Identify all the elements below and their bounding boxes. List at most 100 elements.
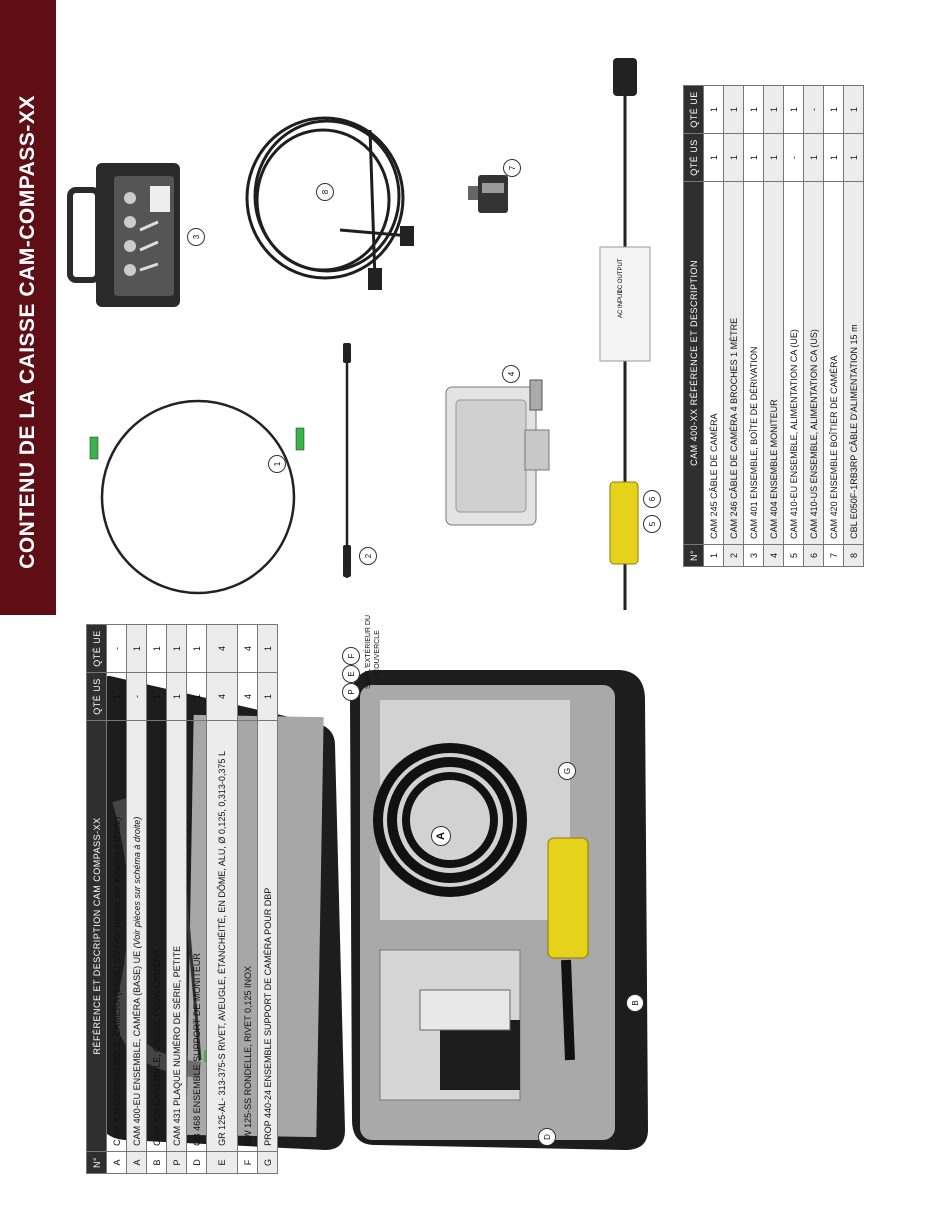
row-qty-ue: 1 bbox=[126, 624, 147, 673]
row-qty-us: 1 bbox=[823, 133, 844, 182]
row-qty-us: 4 bbox=[206, 672, 238, 721]
components-illustration: AC INPUT DC OUTPUT bbox=[67, 58, 651, 610]
callout-a: A bbox=[431, 826, 451, 846]
row-desc: CAM 400-US ENSEMBLE, CAMÉRA (BASE) US (V… bbox=[106, 720, 127, 1152]
callout-3: 3 bbox=[187, 228, 205, 246]
camera-parts-table: N° CAM 400-XX RÉFÉRENCE ET DESCRIPTION Q… bbox=[683, 85, 864, 567]
row-desc: CAM 404 ENSEMBLE MONITEUR bbox=[763, 181, 784, 545]
row-qty-us: 1 bbox=[257, 672, 278, 721]
camera-housing bbox=[468, 175, 508, 213]
col-num: N° bbox=[86, 1151, 107, 1174]
table-row: A CAM 400-EU ENSEMBLE, CAMÉRA (BASE) UE (… bbox=[126, 624, 147, 1174]
row-desc: CBL E050F-1RB3RP CÂBLE D'ALIMENTATION 15… bbox=[843, 181, 864, 545]
power-cable-coil bbox=[245, 116, 411, 281]
row-num: P bbox=[166, 1151, 187, 1174]
camera-parts-table-wrap: N° CAM 400-XX RÉFÉRENCE ET DESCRIPTION Q… bbox=[683, 85, 864, 567]
lid-note: SUR L'EXTÉRIEUR DU COUVERCLE bbox=[364, 604, 382, 700]
row-desc: CAM 430 ENSEMBLE, CAISSE POUR CAMÉRA bbox=[146, 720, 167, 1152]
row-num: 8 bbox=[843, 544, 864, 567]
row-qty-us: 1 bbox=[723, 133, 744, 182]
row-num: G bbox=[257, 1151, 278, 1174]
junction-box bbox=[67, 163, 180, 307]
row-qty-ue: 1 bbox=[823, 85, 844, 134]
callout-2: 2 bbox=[359, 547, 377, 565]
row-desc: GW 125-SS RONDELLE, RIVET 0,125 INOX bbox=[237, 720, 258, 1152]
callout-7: 7 bbox=[503, 159, 521, 177]
row-qty-us: 1 bbox=[763, 133, 784, 182]
row-desc-note: (Voir pièces sur schéma à droite) bbox=[111, 816, 122, 949]
row-num: 6 bbox=[803, 544, 824, 567]
row-desc: CAM 410-US ENSEMBLE, ALIMENTATION CA (US… bbox=[803, 181, 824, 545]
psu-ac-label: AC INPUT bbox=[618, 290, 624, 318]
callout-8: 8 bbox=[316, 183, 334, 201]
table-header: N° CAM 400-XX RÉFÉRENCE ET DESCRIPTION Q… bbox=[683, 85, 704, 567]
row-qty-us: 1 bbox=[166, 672, 187, 721]
row-num: 1 bbox=[703, 544, 724, 567]
row-qty-ue: 1 bbox=[146, 624, 167, 673]
col-desc: RÉFÉRENCE ET DESCRIPTION CAM COMPASS-XX bbox=[86, 720, 107, 1152]
row-num: B bbox=[146, 1151, 167, 1174]
page-title: CONTENU DE LA CAISSE CAM-COMPASS-XX bbox=[16, 95, 39, 569]
monitor bbox=[445, 379, 550, 526]
row-qty-us: 1 bbox=[146, 672, 167, 721]
row-qty-ue: 1 bbox=[783, 85, 804, 134]
row-desc: CAM 245 CÂBLE DE CAMÉRA bbox=[703, 181, 724, 545]
row-desc-text: CAM 400-US ENSEMBLE, CAMÉRA (BASE) US bbox=[111, 950, 122, 1146]
row-qty-us: 1 bbox=[106, 672, 127, 721]
camera-cable-coil bbox=[100, 399, 296, 595]
col-qty-ue: QTÉ UE bbox=[683, 85, 704, 134]
callout-e: E bbox=[342, 665, 360, 683]
row-desc: CAM 401 ENSEMBLE, BOÎTE DE DÉRIVATION bbox=[743, 181, 764, 545]
row-desc-note: (Voir pièces sur schéma à droite) bbox=[131, 816, 142, 949]
table-header: N° RÉFÉRENCE ET DESCRIPTION CAM COMPASS-… bbox=[86, 624, 107, 1174]
row-qty-us: 1 bbox=[703, 133, 724, 182]
row-qty-us: 4 bbox=[237, 672, 258, 721]
row-num: F bbox=[237, 1151, 258, 1174]
col-num: N° bbox=[683, 544, 704, 567]
row-qty-ue: 1 bbox=[703, 85, 724, 134]
row-qty-ue: 4 bbox=[206, 624, 238, 673]
col-qty-us: QTÉ US bbox=[86, 672, 107, 721]
case-parts-table: N° RÉFÉRENCE ET DESCRIPTION CAM COMPASS-… bbox=[86, 624, 278, 1174]
row-qty-ue: - bbox=[106, 624, 127, 673]
row-desc: PROP 440-24 ENSEMBLE SUPPORT DE CAMÉRA P… bbox=[257, 720, 278, 1152]
row-qty-ue: 1 bbox=[843, 85, 864, 134]
row-desc: CAM 431 PLAQUE NUMÉRO DE SÉRIE, PETITE bbox=[166, 720, 187, 1152]
row-qty-us: - bbox=[126, 672, 147, 721]
case-illustration bbox=[94, 670, 648, 1150]
row-desc: GR 125-AL- 313-375-S RIVET, AVEUGLE, ÉTA… bbox=[206, 720, 238, 1152]
row-num: 2 bbox=[723, 544, 744, 567]
row-desc: CB 468 ENSEMBLE SUPPORT DE MONITEUR bbox=[186, 720, 207, 1152]
yellow-plug bbox=[609, 481, 639, 565]
row-qty-ue: - bbox=[803, 85, 824, 134]
lid-note-line1: SUR L'EXTÉRIEUR DU bbox=[365, 614, 372, 690]
col-qty-us: QTÉ US bbox=[683, 133, 704, 182]
row-desc: CAM 246 CÂBLE DE CAMÉRA 4 BROCHES 1 MÈTR… bbox=[723, 181, 744, 545]
psu-dc-label: DC OUTPUT bbox=[618, 258, 624, 293]
row-num: A bbox=[126, 1151, 147, 1174]
row-qty-ue: 1 bbox=[257, 624, 278, 673]
row-qty-us: 1 bbox=[843, 133, 864, 182]
row-desc: CAM 420 ENSEMBLE BOÎTIER DE CAMÉRA bbox=[823, 181, 844, 545]
lid-note-line2: COUVERCLE bbox=[374, 630, 381, 674]
case-parts-table-wrap: N° RÉFÉRENCE ET DESCRIPTION CAM COMPASS-… bbox=[86, 624, 278, 1174]
callout-4: 4 bbox=[502, 365, 520, 383]
row-qty-us: - bbox=[783, 133, 804, 182]
row-qty-ue: 4 bbox=[237, 624, 258, 673]
row-num: 7 bbox=[823, 544, 844, 567]
row-qty-us: 1 bbox=[743, 133, 764, 182]
row-desc-text: CAM 400-EU ENSEMBLE, CAMÉRA (BASE) UE bbox=[131, 950, 142, 1146]
row-qty-ue: 1 bbox=[743, 85, 764, 134]
row-qty-ue: 1 bbox=[166, 624, 187, 673]
